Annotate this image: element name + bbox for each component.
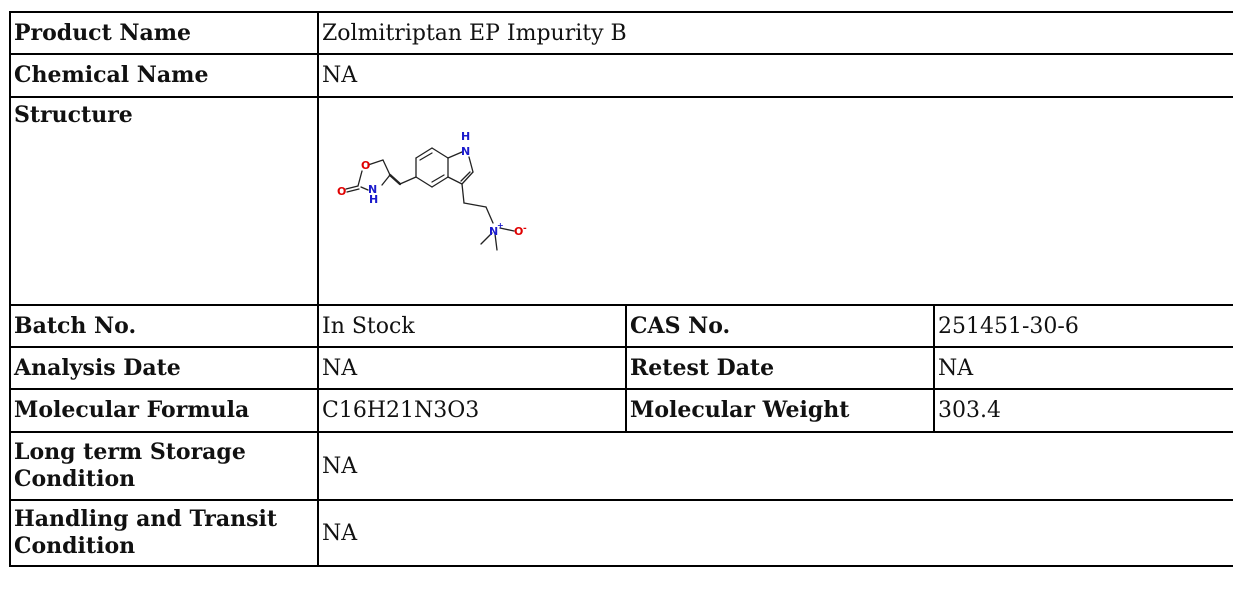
atom-h-ring: H [369,193,378,206]
structure-image: O O N H H N N + O - [322,99,1232,298]
batch-label: Batch No. [9,304,319,348]
chemical-structure-drawing: O O N H H N N + O - [337,130,527,251]
row-chemical-name: Chemical Name NA [9,53,1233,98]
atom-charge-minus: - [523,224,527,234]
product-spec-table: Product Name Zolmitriptan EP Impurity B … [9,11,1233,567]
structure-atoms: O O N H H N N + O - [337,130,527,238]
chemical-name-value: NA [317,53,1233,98]
retest-date-value: NA [933,346,1233,390]
retest-date-label: Retest Date [625,346,935,390]
storage-condition-label: Long term Storage Condition [9,431,319,501]
atom-n-ring: N [368,183,377,196]
row-batch: Batch No. In Stock CAS No. 251451-30-6 [9,304,1233,348]
row-storage-condition: Long term Storage Condition NA [9,431,1233,501]
molecular-weight-value: 303.4 [933,388,1233,433]
molecular-weight-label: Molecular Weight [625,388,935,433]
atom-charge-plus: + [497,221,504,230]
analysis-date-label: Analysis Date [9,346,319,390]
storage-condition-value: NA [317,431,1233,501]
product-name-value: Zolmitriptan EP Impurity B [317,11,1233,55]
handling-condition-value: NA [317,499,1233,567]
structure-label: Structure [9,96,319,306]
row-handling-condition: Handling and Transit Condition NA [9,499,1233,567]
chemical-name-label: Chemical Name [9,53,319,98]
atom-o-carbonyl: O [337,185,346,198]
molecular-formula-value: C16H21N3O3 [317,388,627,433]
row-structure: Structure [9,96,1233,306]
atom-n-oxide: N [489,225,498,238]
batch-value: In Stock [317,304,627,348]
molecular-formula-label: Molecular Formula [9,388,319,433]
cas-label: CAS No. [625,304,935,348]
structure-cell: O O N H H N N + O - [317,96,1233,306]
atom-o-oxide: O [514,225,523,238]
row-molecular-formula: Molecular Formula C16H21N3O3 Molecular W… [9,388,1233,433]
atom-h-indole: H [461,130,470,143]
row-analysis-date: Analysis Date NA Retest Date NA [9,346,1233,390]
atom-o-ring: O [361,159,370,172]
cas-value: 251451-30-6 [933,304,1233,348]
row-product-name: Product Name Zolmitriptan EP Impurity B [9,11,1233,55]
product-name-label: Product Name [9,11,319,55]
structure-bonds [345,147,515,251]
atom-n-indole: N [461,145,470,158]
handling-condition-label: Handling and Transit Condition [9,499,319,567]
analysis-date-value: NA [317,346,627,390]
